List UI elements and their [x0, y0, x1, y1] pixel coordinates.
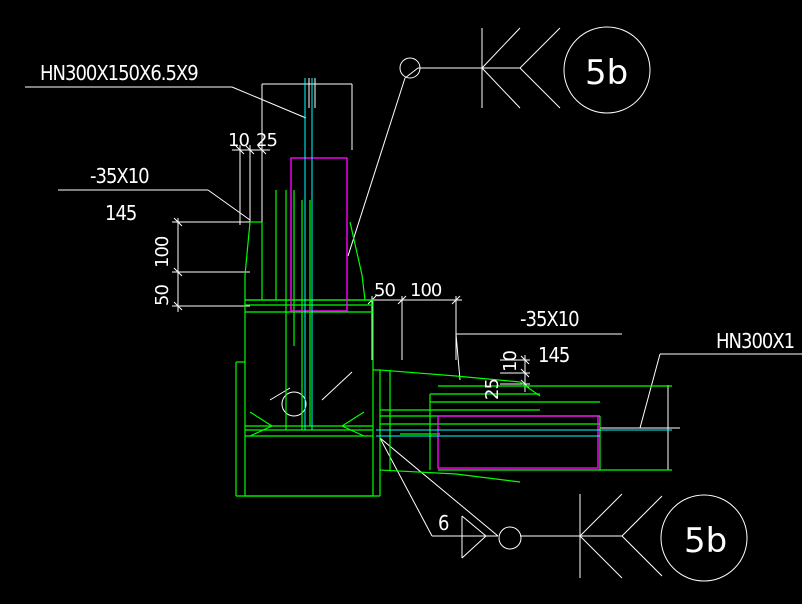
weld-field-circle-top: [399, 57, 421, 79]
plate-right-label: -35X10: [520, 307, 579, 331]
dim-10: 10: [228, 130, 249, 151]
dim-50-horizontal: 50: [374, 280, 395, 301]
dim-100-horizontal: 100: [410, 280, 442, 301]
weld-ref-bottom-text: 5b: [684, 521, 727, 561]
plate-right-length: 145: [538, 343, 569, 367]
beam-sections: [290, 157, 599, 469]
plate-left-label: -35X10: [90, 164, 149, 188]
fillet-size-text: 6: [438, 511, 449, 535]
top-beam-section: [290, 157, 348, 312]
plate-left-length: 145: [105, 201, 136, 225]
dim-25: 25: [256, 130, 277, 151]
dim-10-vertical: 10: [500, 351, 521, 372]
right-beam-section: [437, 415, 599, 469]
weld-field-circle-mid: [281, 391, 307, 417]
weld-ref-bubble-top: [563, 26, 651, 114]
dim-50-vertical: 50: [152, 285, 173, 306]
centerlines: [304, 78, 672, 437]
steel-members: [235, 190, 672, 497]
beam-top-label: HN300X150X6.5X9: [40, 61, 198, 85]
dim-25-vertical: 25: [482, 379, 503, 400]
annotation-lines: [25, 27, 802, 579]
beam-right-label: HN300X1: [716, 329, 794, 353]
weld-ref-bubble-bottom: [660, 494, 748, 582]
weld-ref-top-text: 5b: [585, 53, 628, 93]
dim-100-vertical: 100: [152, 236, 173, 268]
weld-field-circle-bottom: [498, 526, 522, 550]
